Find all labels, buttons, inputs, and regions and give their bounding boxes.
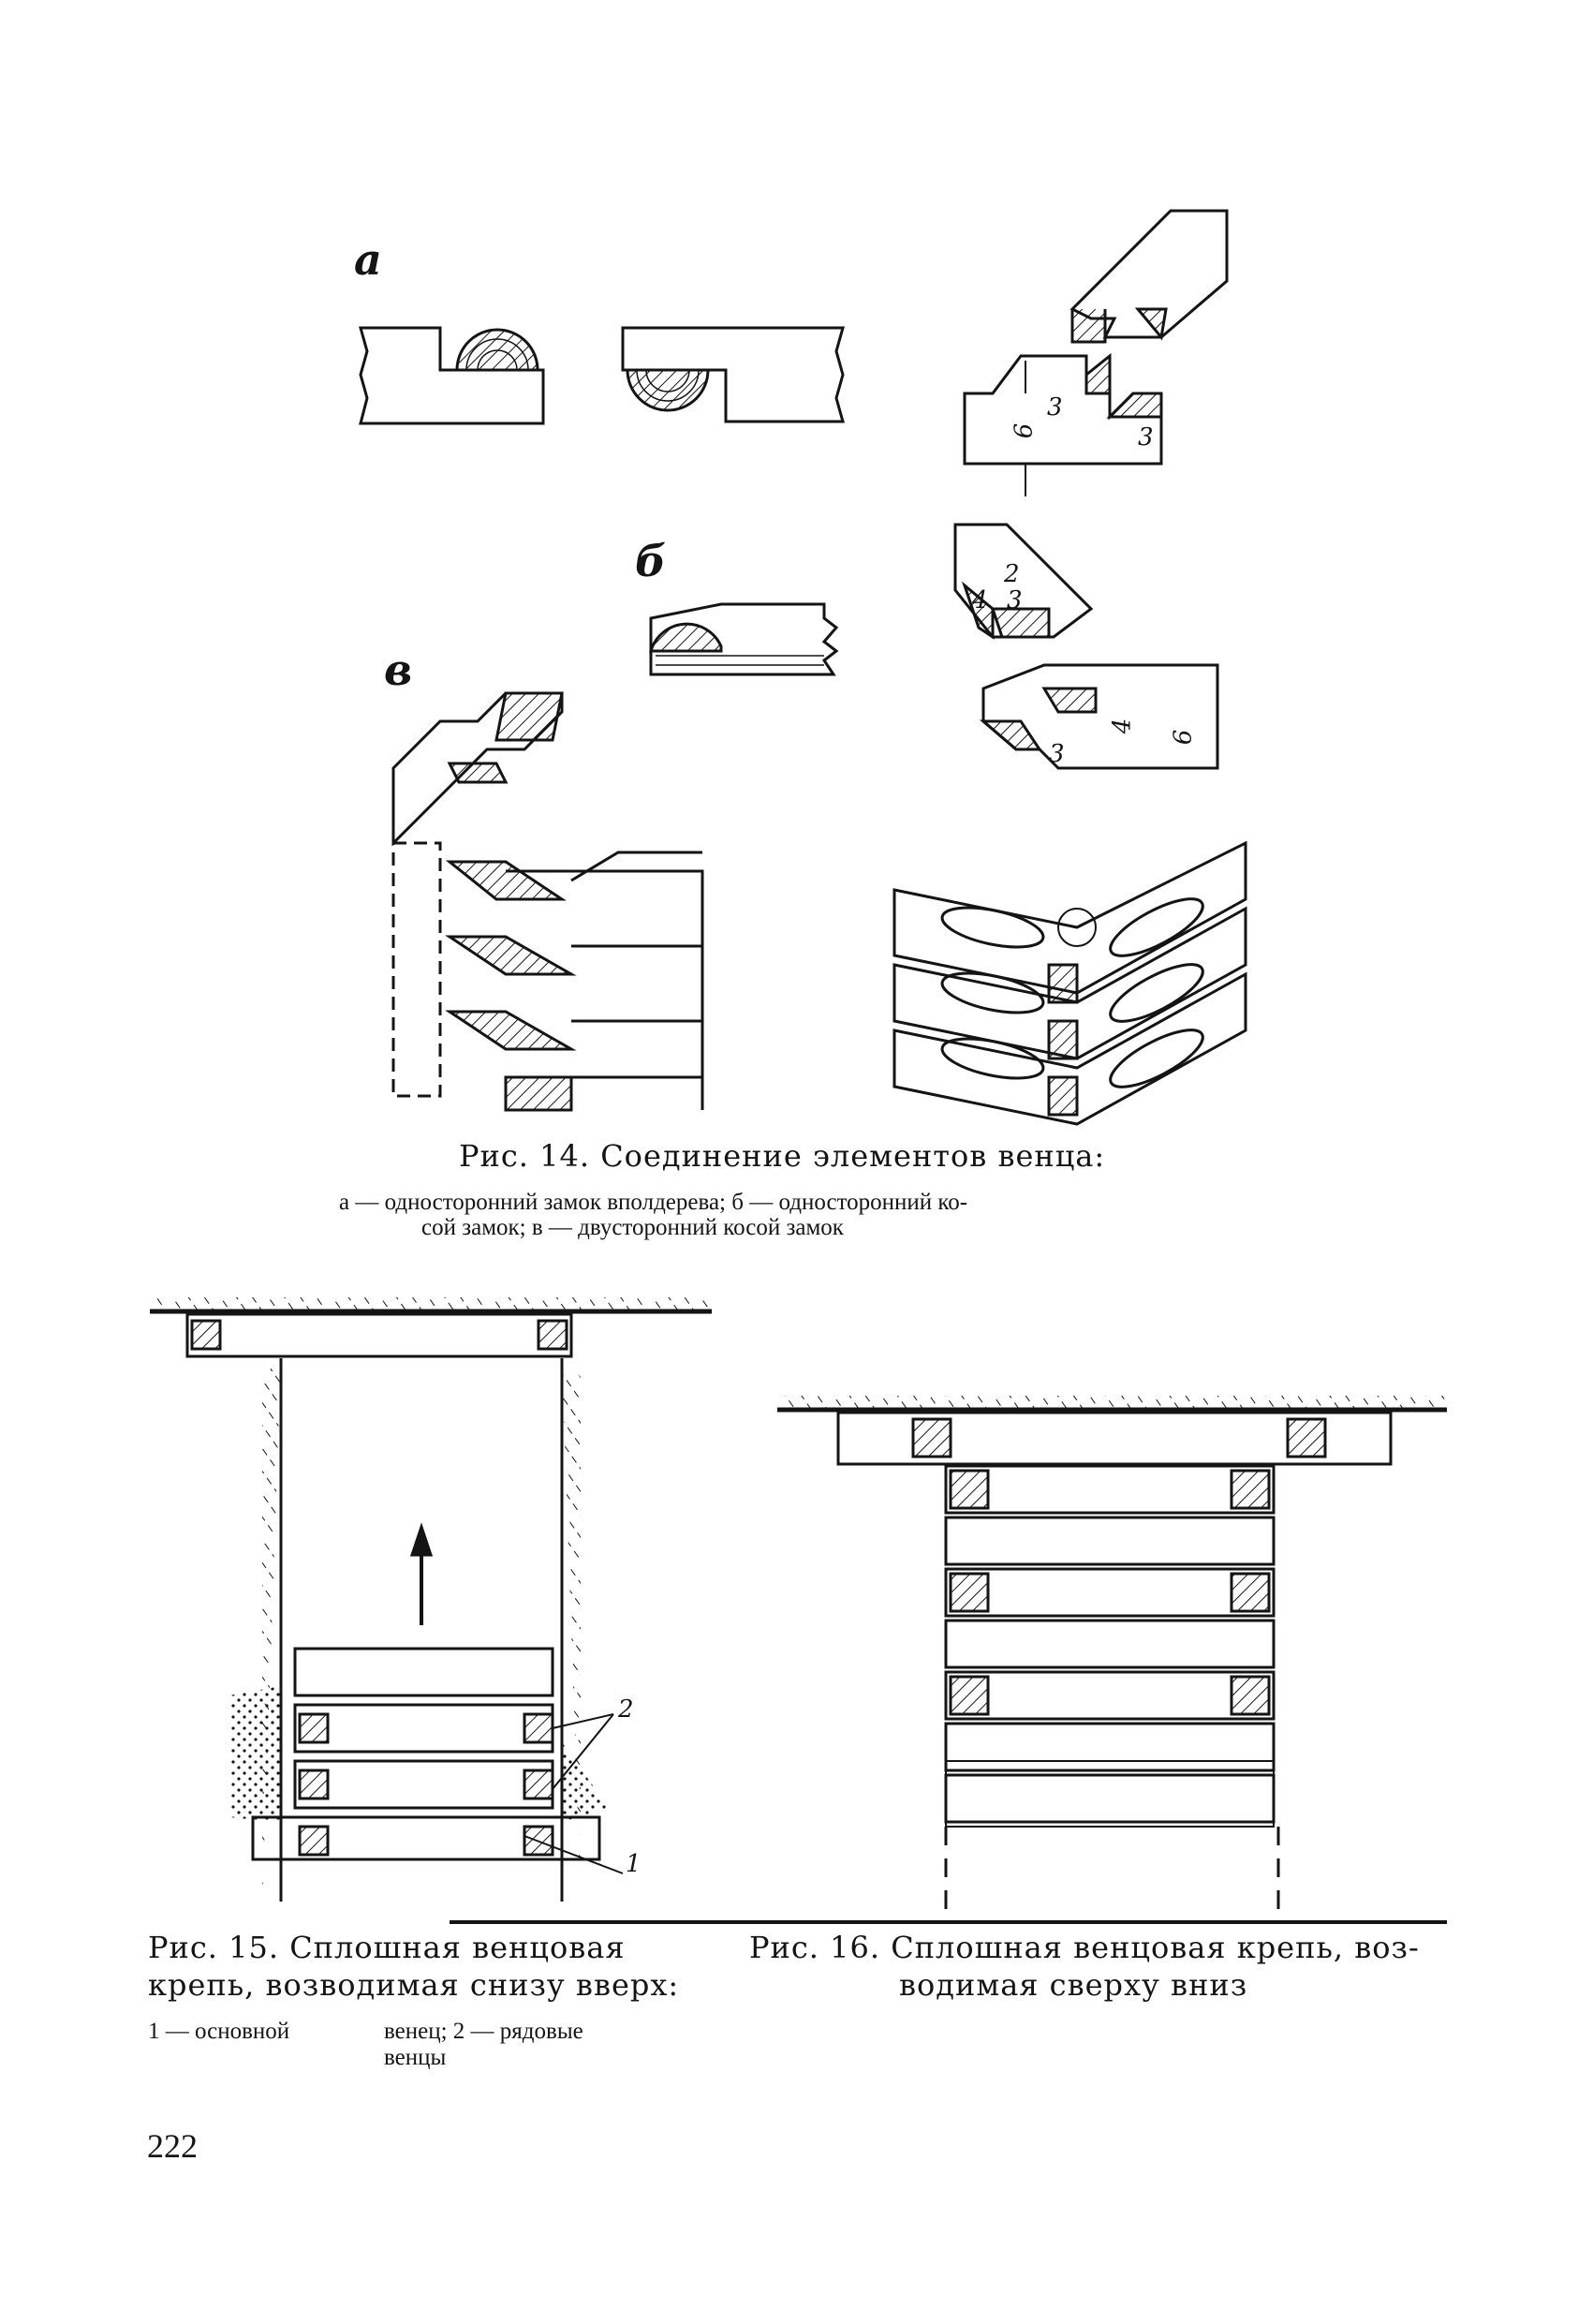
dim-label: 3 (1049, 740, 1065, 768)
dim-label: 6 (1169, 729, 1198, 746)
fig14-caption-title: Рис. 14. Соединение элементов венца: (459, 1138, 1106, 1174)
fig16-shaft-top-down (777, 1396, 1447, 1911)
dim-label: 3 (1138, 423, 1154, 451)
dim-label: 3 (1007, 586, 1023, 614)
fig15-caption-line: крепь, возводимая снизу вверх: (148, 1967, 680, 2003)
fig14v-double-dovetail-stack (391, 691, 704, 1112)
dim-label: 3 (1047, 393, 1063, 422)
fig15-legend-right: венец; 2 — рядовые (384, 2019, 583, 2044)
fig15-caption-line: Рис. 15. Сплошная венцовая (148, 1930, 626, 1965)
fig14b-side-view (648, 602, 839, 676)
fig14b-isometric-lower (979, 663, 1219, 770)
fig14-label-b: б (635, 536, 667, 586)
fig14-log-corner (892, 840, 1247, 1126)
fig14a-isometric-joint (963, 209, 1229, 496)
dim-label: 4 (972, 586, 988, 614)
fig15-callout-1: 1 (626, 1850, 642, 1878)
fig14-label-a: а (354, 234, 382, 285)
fig14a-half-lap-log-left (359, 326, 545, 425)
dim-label: 4 (1108, 718, 1137, 734)
fig16-caption-line: Рис. 16. Сплошная венцовая крепь, воз- (749, 1930, 1420, 1965)
fig15-callout-2: 2 (618, 1695, 634, 1724)
fig14-label-v: в (384, 644, 413, 695)
fig14b-isometric-upper (953, 523, 1094, 640)
fig14-caption-line: а — односторонний замок вполдерева; б — … (339, 1190, 968, 1215)
page-number: 222 (147, 2127, 198, 2165)
fig16-caption-line: водимая сверху вниз (899, 1967, 1248, 2003)
dim-label: 6 (1010, 422, 1039, 439)
fig14-caption-line: сой замок; в — двусторонний косой замок (421, 1215, 844, 1240)
fig14a-half-lap-log-right (621, 326, 845, 423)
fig15-legend-left: 1 — основной (148, 2019, 290, 2044)
dim-label: 2 (1004, 560, 1020, 588)
fig15-legend-line2: венцы (384, 2045, 447, 2070)
fig15-shaft-bottom-up (150, 1297, 712, 1902)
